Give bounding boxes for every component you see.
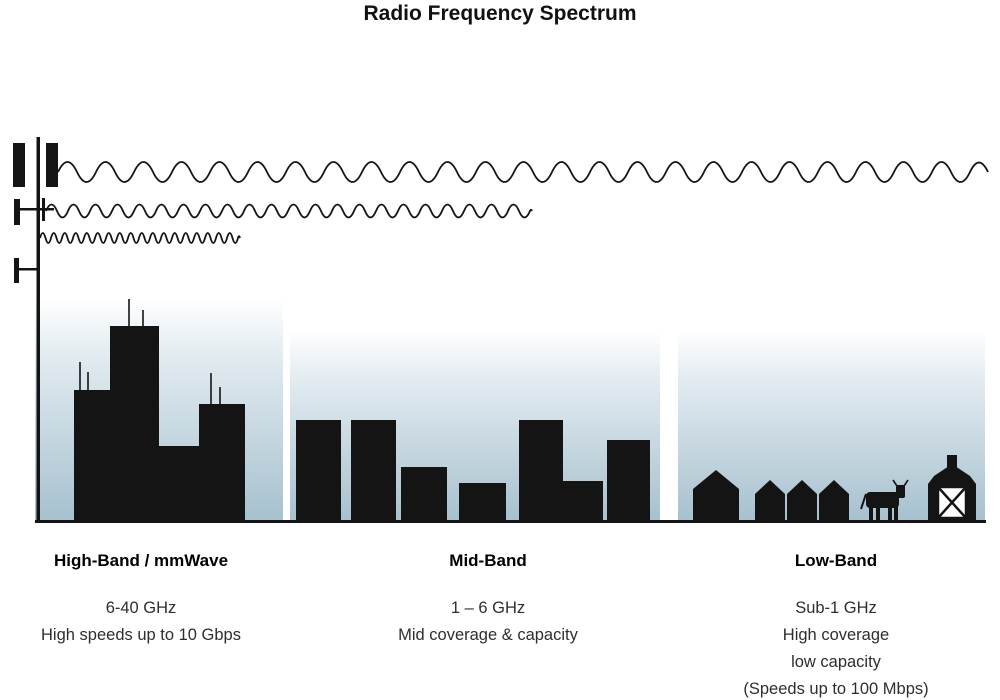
barn-icon bbox=[928, 455, 976, 521]
lowband-label: Low-Band Sub-1 GHz High coverage low cap… bbox=[686, 551, 986, 700]
building bbox=[351, 420, 396, 521]
band-frequency: Sub-1 GHz bbox=[795, 599, 877, 617]
building bbox=[519, 420, 563, 521]
band-detail: High coverage bbox=[782, 626, 890, 644]
mid-band-wave bbox=[45, 203, 533, 219]
building bbox=[74, 390, 110, 521]
lowband-scene bbox=[693, 455, 976, 521]
building bbox=[199, 404, 245, 521]
high-band-wave bbox=[39, 232, 241, 244]
cell-tower-icon bbox=[13, 137, 58, 521]
highband-skyline bbox=[74, 299, 245, 521]
building bbox=[607, 440, 650, 521]
midband-label: Mid-Band 1 – 6 GHz Mid coverage & capaci… bbox=[348, 551, 628, 649]
building bbox=[159, 446, 199, 521]
building bbox=[401, 467, 447, 521]
house-icon bbox=[787, 480, 817, 521]
house-icon bbox=[755, 480, 785, 521]
house-icon bbox=[819, 480, 849, 521]
cow-icon bbox=[860, 479, 909, 520]
band-detail: (Speeds up to 100 Mbps) bbox=[743, 680, 929, 698]
band-frequency: 6-40 GHz bbox=[105, 599, 177, 617]
band-frequency: 1 – 6 GHz bbox=[450, 599, 526, 617]
band-name: Low-Band bbox=[794, 551, 878, 570]
building bbox=[296, 420, 341, 521]
building bbox=[563, 481, 603, 521]
band-detail: low capacity bbox=[791, 653, 881, 671]
diagram-title: Radio Frequency Spectrum bbox=[363, 2, 637, 25]
band-name: High-Band / mmWave bbox=[53, 551, 229, 570]
band-detail: Mid coverage & capacity bbox=[398, 626, 578, 644]
band-name: Mid-Band bbox=[449, 551, 527, 570]
band-detail: High speeds up to 10 Gbps bbox=[41, 626, 241, 644]
highband-label: High-Band / mmWave 6-40 GHz High speeds … bbox=[16, 551, 266, 649]
building bbox=[110, 326, 159, 521]
midband-skyline bbox=[296, 420, 650, 521]
house-icon bbox=[693, 470, 739, 521]
low-band-wave bbox=[57, 161, 989, 183]
building bbox=[459, 483, 506, 521]
